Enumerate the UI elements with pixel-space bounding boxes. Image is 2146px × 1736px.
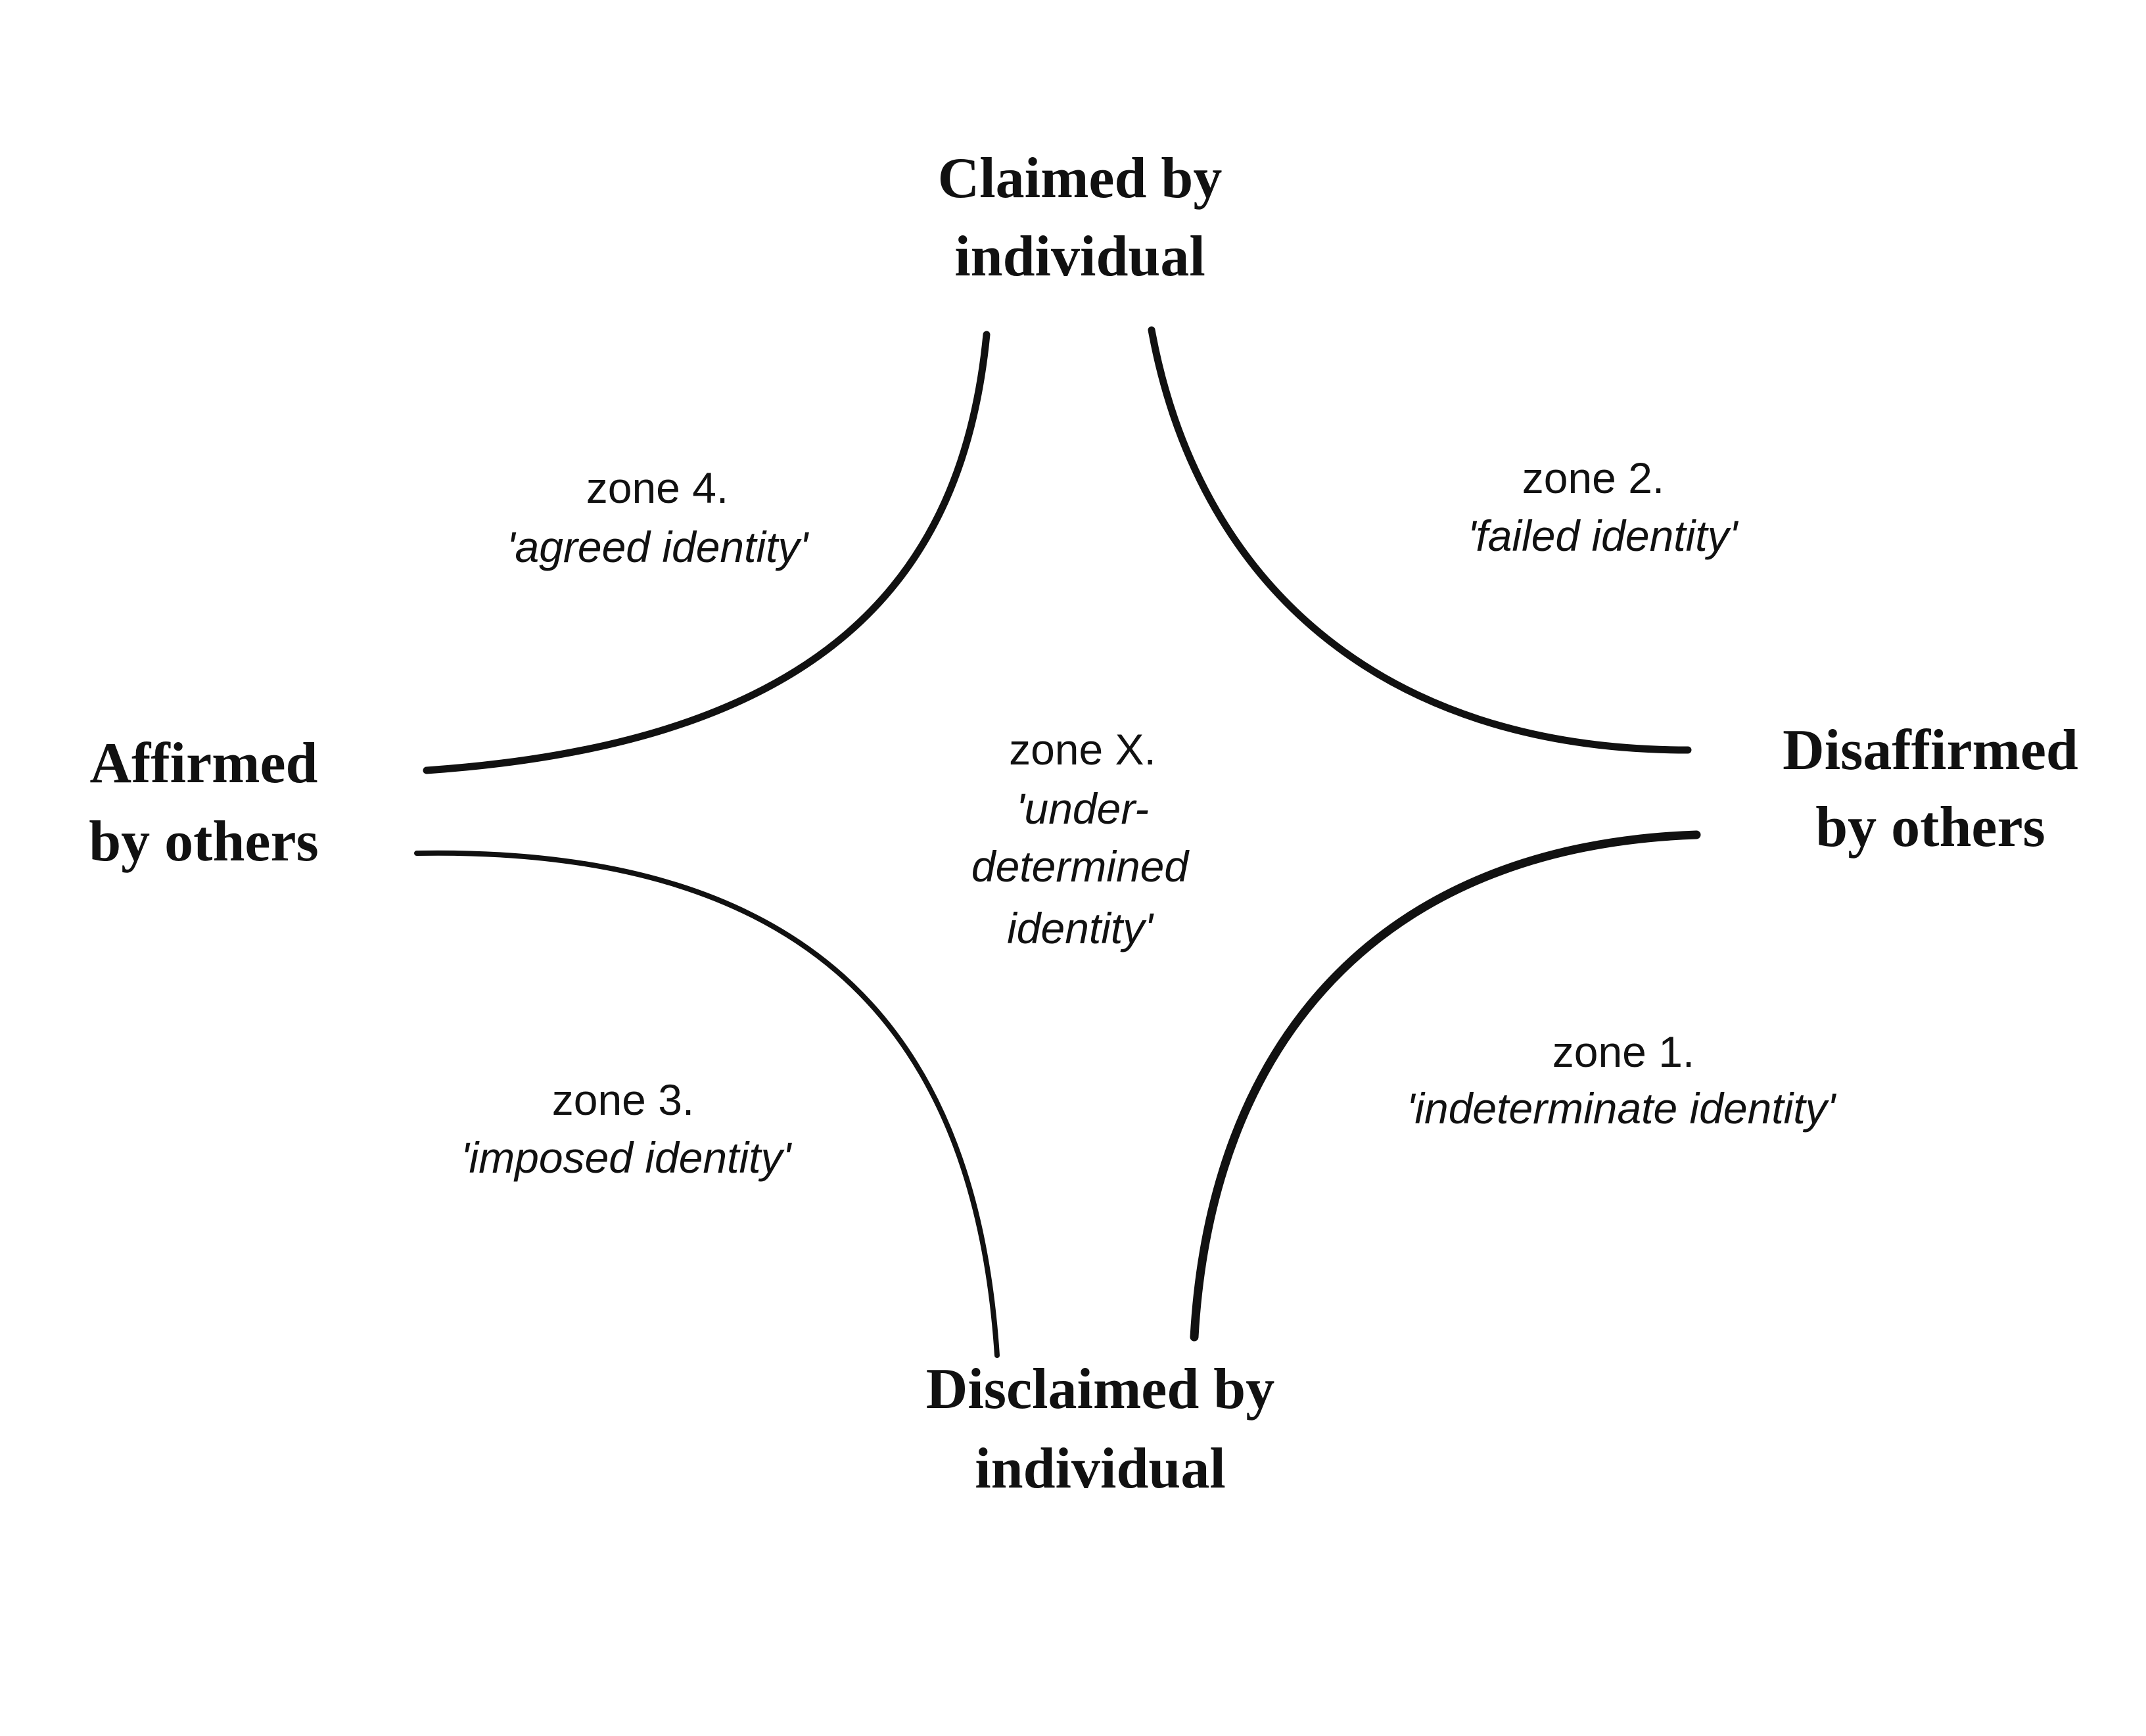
zone2-name: 'failed identity'	[1468, 511, 1739, 560]
pole-left-line2: by others	[89, 810, 319, 874]
curve-top-right	[1148, 326, 1692, 754]
zoneX-name-line1: 'under-	[1016, 784, 1149, 833]
pole-right-line1: Disaffirmed	[1783, 718, 2078, 782]
zone3-name: 'imposed identity'	[461, 1133, 793, 1182]
curve-bottom-left	[414, 850, 1000, 1358]
zone3-label: zone 3.	[552, 1075, 695, 1124]
zone4-label: zone 4.	[586, 463, 729, 512]
curve-bottom-right	[1190, 830, 1701, 1342]
curve-top-left	[423, 331, 991, 774]
zoneX-name-line2: determined	[971, 842, 1190, 891]
zone1-name: 'indeterminate identity'	[1407, 1084, 1837, 1133]
zoneX-name-line3: identity'	[1007, 904, 1154, 952]
pole-right-line2: by others	[1815, 795, 2045, 859]
pole-bottom-line2: individual	[975, 1437, 1226, 1501]
pole-top-line1: Claimed by	[938, 147, 1223, 210]
pole-bottom-line1: Disclaimed by	[926, 1357, 1274, 1421]
zoneX-label: zone X.	[1009, 725, 1156, 774]
zone4-name: 'agreed identity'	[507, 523, 810, 571]
zone2-label: zone 2.	[1522, 454, 1665, 502]
pole-top-line2: individual	[954, 225, 1205, 289]
zone1-label: zone 1.	[1552, 1027, 1695, 1076]
pole-left-line1: Affirmed	[90, 732, 318, 795]
